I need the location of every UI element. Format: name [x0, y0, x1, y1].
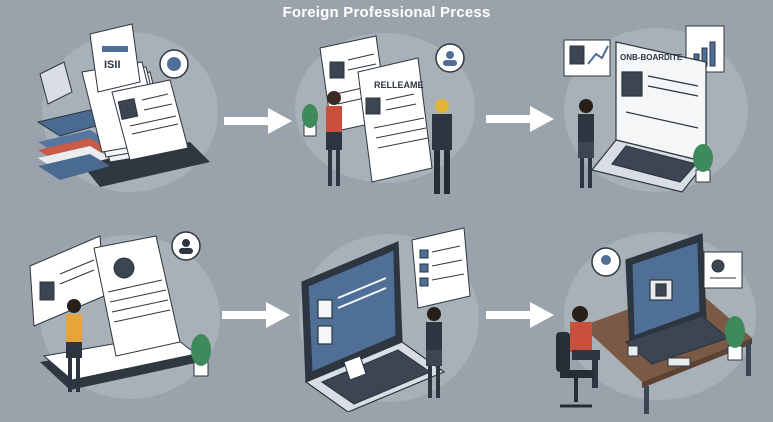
step-6-working-at-desk — [556, 232, 756, 414]
step-5-online-application — [299, 227, 479, 412]
user-badge-icon — [435, 43, 465, 73]
plant-icon — [725, 316, 745, 361]
woman-figure — [326, 91, 342, 186]
platform — [80, 142, 210, 187]
plant-icon — [693, 144, 713, 183]
woman-figure — [66, 299, 82, 392]
chat-badge-icon — [159, 49, 189, 79]
diagram-title: Foreign Professional Prcess — [282, 4, 491, 21]
arrow-step2-to-step3 — [486, 106, 554, 132]
sign-label: ISII — [104, 59, 121, 71]
arrow-step4-to-step5 — [222, 302, 290, 328]
profile-card — [703, 251, 743, 289]
resume-front: RELLEAME — [357, 57, 433, 183]
arrow-step5-to-step6 — [486, 302, 554, 328]
form-card — [411, 227, 471, 309]
loose-paper — [39, 61, 73, 105]
sign-label: ONB-BOARDITE — [620, 53, 683, 62]
step-3-onboarding: ONB-BOARDITE — [563, 25, 748, 193]
office-chair — [556, 332, 594, 408]
screen-card — [563, 39, 611, 77]
id-badge-icon — [343, 355, 367, 381]
resume-sheet — [93, 235, 181, 357]
sign-card: ISII — [89, 23, 141, 93]
user-badge-icon — [171, 231, 201, 261]
step-1-document-stacks: ISII — [36, 23, 218, 192]
phone-icon — [667, 357, 691, 367]
man-figure — [432, 99, 452, 194]
plant-icon — [191, 334, 211, 377]
sign-label: RELLEAME — [374, 80, 424, 90]
resume-sheet — [111, 79, 189, 161]
step-4-document-review — [29, 231, 220, 399]
woman-figure — [426, 307, 442, 398]
mug-icon — [627, 345, 639, 357]
screen-card — [29, 235, 105, 327]
laptop — [301, 241, 446, 412]
plant-icon — [302, 104, 318, 137]
location-pin-icon — [591, 247, 621, 277]
book-stack — [36, 109, 112, 180]
step-2-resume-review: RELLEAME — [295, 33, 475, 194]
monitor — [624, 233, 730, 365]
arrow-step1-to-step2 — [224, 108, 292, 134]
seated-man-figure — [570, 306, 600, 388]
woman-figure — [578, 99, 594, 188]
